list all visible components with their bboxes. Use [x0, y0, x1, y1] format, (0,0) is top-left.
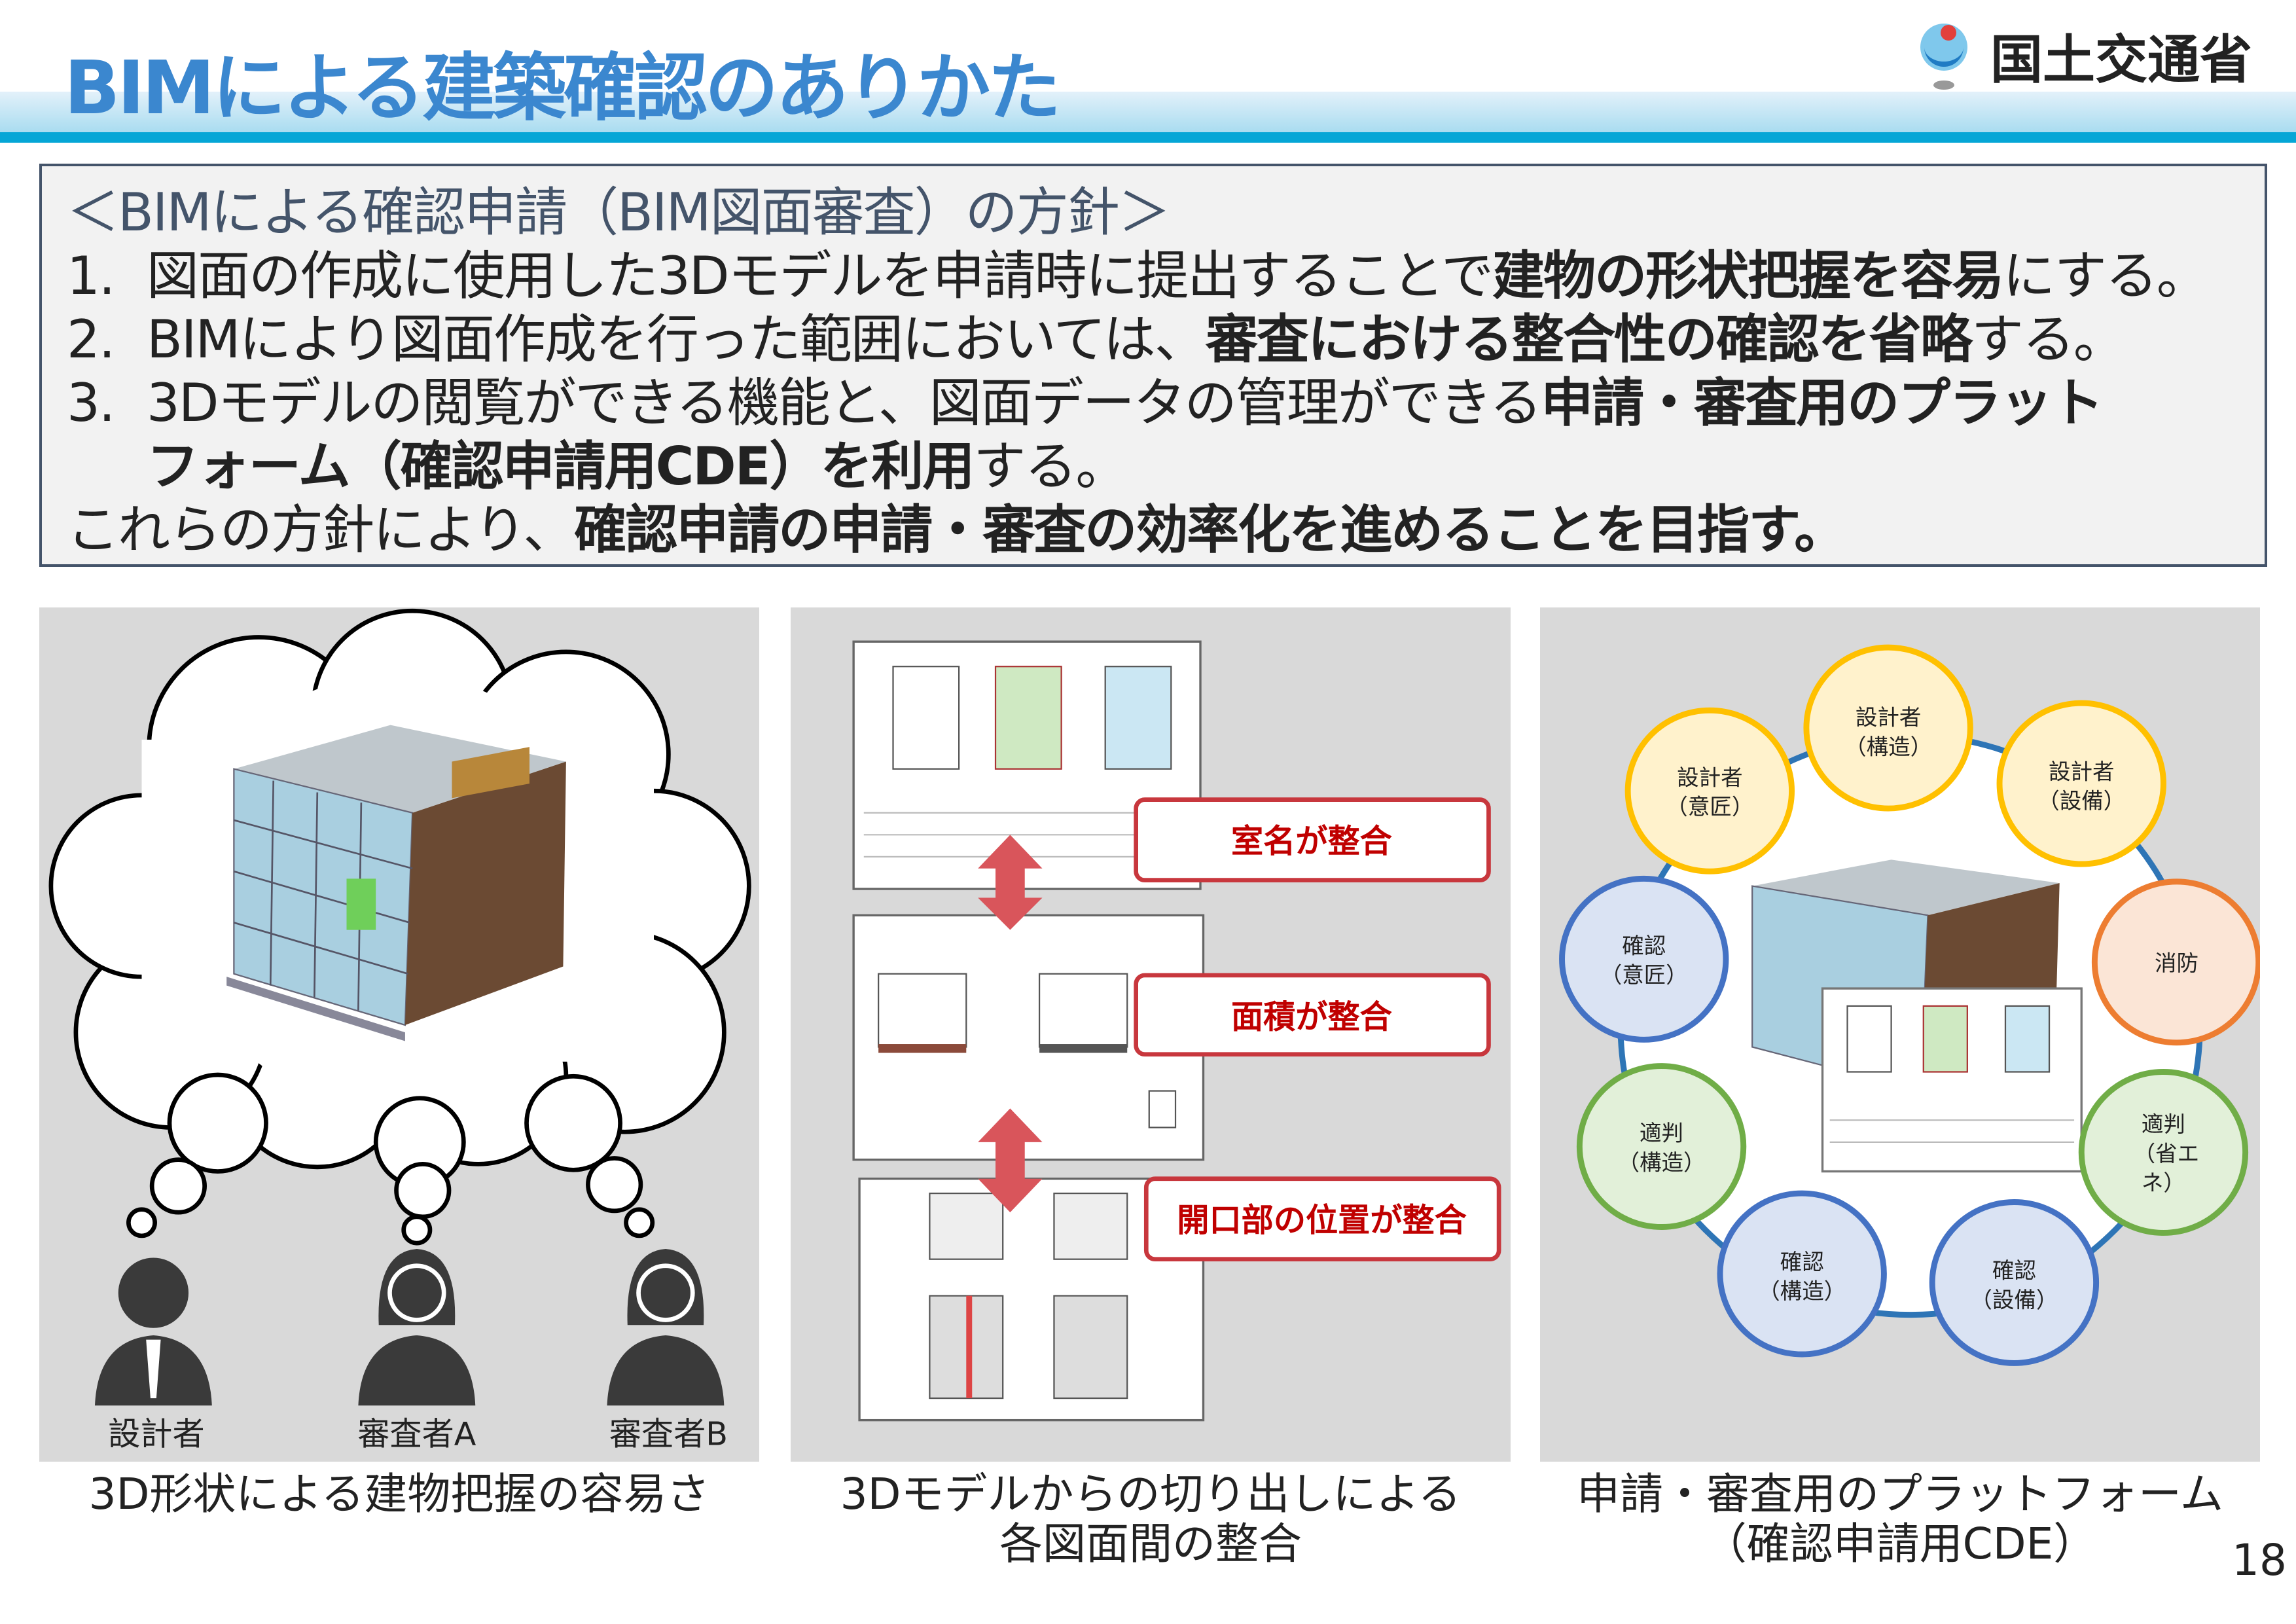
page-title: BIMによる建築確認のありかた	[64, 46, 1061, 131]
node-review-design: 確認 （意匠）	[1559, 875, 1729, 1043]
caption-drawings: 3Dモデルからの切り出しによる 各図面間の整合	[791, 1470, 1511, 1569]
node-judgement-energy: 適判 （省エネ）	[2078, 1069, 2249, 1236]
svg-text:（構造）: （構造）	[1758, 1278, 1846, 1304]
thought-cloud-illustration: 設計者 審査者A 審査者B	[48, 608, 751, 1453]
drawing-sheet-elevation	[858, 1178, 1205, 1422]
svg-text:確認: 確認	[1992, 1258, 2036, 1284]
page-number: 18	[2232, 1535, 2287, 1585]
building-model	[226, 725, 566, 1041]
svg-text:（設備）: （設備）	[1970, 1287, 2058, 1312]
svg-text:ネ）: ネ）	[2142, 1170, 2185, 1196]
node-fire-department: 消防	[2091, 878, 2260, 1046]
drawings-illustration: 室名が整合 面積が整合 開口部の位置が整合	[852, 640, 1501, 1422]
header-stripe	[0, 132, 2296, 143]
header-band	[0, 92, 2296, 132]
item-number: 3.	[67, 372, 115, 433]
reviewer-b-person-icon	[607, 1249, 725, 1406]
reviewer-a-person-icon	[358, 1249, 476, 1406]
policy-text: 3Dモデルの閲覧ができる機能と、図面データの管理ができる	[147, 372, 1542, 433]
svg-text:消防: 消防	[2155, 950, 2198, 976]
svg-text:（設備）: （設備）	[2037, 788, 2125, 814]
policy-text: にする。	[2003, 245, 2209, 306]
policy-item-3: 3. 3Dモデルの閲覧ができる機能と、図面データの管理ができる申請・審査用のプラッ…	[67, 371, 2265, 435]
ministry-logo: 国土交通省	[1914, 20, 2252, 92]
policy-emphasis: 建物の形状把握を容易	[1492, 245, 2004, 306]
drawing-sheet-thumbnail	[1821, 987, 2083, 1173]
svg-text:設計者: 設計者	[1856, 705, 1922, 731]
node-judgement-structure: 適判 （構造）	[1576, 1063, 1747, 1230]
panel-platform: 設計者 （意匠） 設計者 （構造） 設計者 （設備） 消防 適判 （省エネ） 確認 （設備…	[1540, 607, 2260, 1462]
policy-emphasis: 申請・審査用のプラット	[1541, 372, 2104, 433]
ministry-name: 国土交通省	[1990, 29, 2252, 90]
double-arrow-icon	[978, 1108, 1043, 1213]
policy-heading: ＜BIMによる確認申請（BIM図面審査）の方針＞	[67, 182, 1171, 243]
mlit-emblem-icon	[1920, 24, 1967, 90]
designer-person-icon	[94, 1257, 212, 1406]
item-number: 1.	[67, 245, 115, 306]
svg-text:適判: 適判	[2142, 1111, 2185, 1137]
caption-line: 各図面間の整合	[999, 1519, 1302, 1569]
item-number: 2.	[67, 309, 115, 370]
caption-line: （確認申請用CDE）	[1703, 1519, 2097, 1569]
consistency-arrows	[978, 835, 1043, 1213]
policy-text: する。	[1971, 309, 2126, 370]
platform-diagram: 設計者 （意匠） 設計者 （構造） 設計者 （設備） 消防 適判 （省エネ） 確認 （設備…	[1559, 644, 2260, 1366]
caption-platform: 申請・審査用のプラットフォーム （確認申請用CDE）	[1540, 1470, 2260, 1569]
svg-text:適判: 適判	[1640, 1121, 1683, 1146]
node-review-structure: 確認 （構造）	[1717, 1190, 1887, 1358]
consistency-label-room: 室名が整合	[1231, 822, 1393, 860]
node-designer-design: 設計者 （意匠）	[1624, 707, 1795, 875]
svg-text:（構造）: （構造）	[1618, 1149, 1706, 1175]
policy-box: ＜BIMによる確認申請（BIM図面審査）の方針＞ 1. 図面の作成に使用した3Dモ…	[39, 164, 2267, 567]
policy-emphasis: 確認申請の申請・審査の効率化を進めることを目指す。	[574, 499, 1846, 560]
policy-text: これらの方針により、	[67, 499, 575, 560]
panel-3d-shape: 設計者 審査者A 審査者B	[39, 607, 759, 1462]
person-icons	[94, 1249, 725, 1406]
caption-line: 3Dモデルからの切り出しによる	[840, 1469, 1462, 1519]
caption-line: 申請・審査用のプラットフォーム	[1576, 1469, 2224, 1519]
svg-text:（構造）: （構造）	[1844, 734, 1932, 759]
thought-bubbles	[126, 1072, 655, 1246]
person-label: 設計者	[108, 1415, 205, 1453]
consistency-label-opening: 開口部の位置が整合	[1177, 1201, 1467, 1239]
policy-text: する。	[973, 436, 1128, 497]
panel-drawings: 室名が整合 面積が整合 開口部の位置が整合	[791, 607, 1511, 1462]
policy-conclusion: これらの方針により、確認申請の申請・審査の効率化を進めることを目指す。	[67, 498, 2265, 562]
caption-shape: 3D形状による建物把握の容易さ	[88, 1469, 710, 1519]
consistency-label-area: 面積が整合	[1231, 998, 1393, 1036]
policy-emphasis: フォーム（確認申請用CDE）を利用	[147, 436, 975, 497]
svg-text:設計者: 設計者	[2049, 759, 2115, 784]
svg-text:（意匠）: （意匠）	[1600, 962, 1688, 988]
person-label: 審査者A	[357, 1415, 476, 1453]
svg-text:設計者: 設計者	[1677, 765, 1743, 790]
policy-text: BIMにより図面作成を行った範囲においては、	[147, 309, 1207, 370]
svg-text:（省エ: （省エ	[2134, 1141, 2200, 1166]
policy-item-1: 1. 図面の作成に使用した3Dモデルを申請時に提出することで建物の形状把握を容易に…	[67, 244, 2265, 308]
policy-item-2: 2. BIMにより図面作成を行った範囲においては、審査における整合性の確認を省略す…	[67, 308, 2265, 371]
person-label: 審査者B	[609, 1415, 728, 1453]
node-review-equipment: 確認 （設備）	[1929, 1199, 2100, 1366]
svg-text:確認: 確認	[1780, 1249, 1824, 1274]
node-designer-equipment: 設計者 （設備）	[1996, 700, 2166, 867]
svg-text:（意匠）: （意匠）	[1666, 794, 1753, 820]
policy-item-3-cont: フォーム（確認申請用CDE）を利用する。	[67, 435, 2265, 498]
policy-text: 図面の作成に使用した3Dモデルを申請時に提出することで	[147, 245, 1494, 306]
double-arrow-icon	[978, 835, 1043, 930]
node-designer-structure: 設計者 （構造）	[1803, 644, 1973, 812]
svg-text:確認: 確認	[1622, 933, 1666, 958]
policy-emphasis: 審査における整合性の確認を省略	[1205, 309, 1973, 370]
